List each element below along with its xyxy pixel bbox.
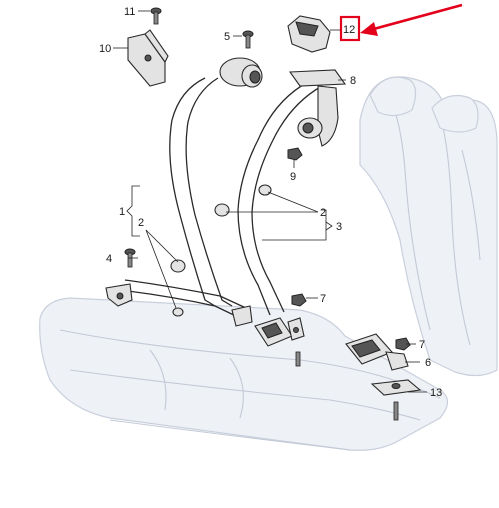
callout-10: 10 [99,43,111,55]
nut-part-7-right [395,337,411,351]
callout-12: 12 [343,24,355,36]
callout-2-left: 2 [138,217,144,229]
callout-5: 5 [224,31,230,43]
buckle-part-6 [345,333,409,371]
highlight-marker [339,3,463,42]
callout-9: 9 [290,171,296,183]
screw-part-5 [242,30,254,49]
plate-part-13 [370,379,422,421]
belt-guide-clip-part [287,15,331,53]
bracket-part [127,29,169,87]
callout-2-right: 2 [320,207,326,219]
callout-1: 1 [119,206,125,218]
callout-13: 13 [430,387,442,399]
bolt-part-4 [124,248,136,268]
belt-anchor-lower-left [105,283,133,307]
nut-part-7-center [291,293,307,367]
callout-11: 11 [124,6,135,18]
cap-parts-2 [170,184,272,317]
leader-lines [113,10,427,393]
callout-8: 8 [350,75,356,87]
callout-7-right: 7 [419,339,425,351]
callout-6: 6 [425,357,431,369]
belt-webbing [119,77,323,319]
buckle-center [254,317,305,347]
retractor-part-8 [288,69,347,147]
seat-backrest [359,76,498,377]
latch-plate [231,305,253,327]
nut-part-9 [287,147,303,161]
callout-4: 4 [106,253,112,265]
screw-part-11 [150,7,162,25]
callout-3: 3 [336,221,342,233]
belt-retractor-upper [219,57,263,88]
callout-7-center: 7 [320,293,326,305]
callout-labels: 11 10 5 12 8 9 1 2 2 3 4 7 7 6 13 [99,6,442,399]
